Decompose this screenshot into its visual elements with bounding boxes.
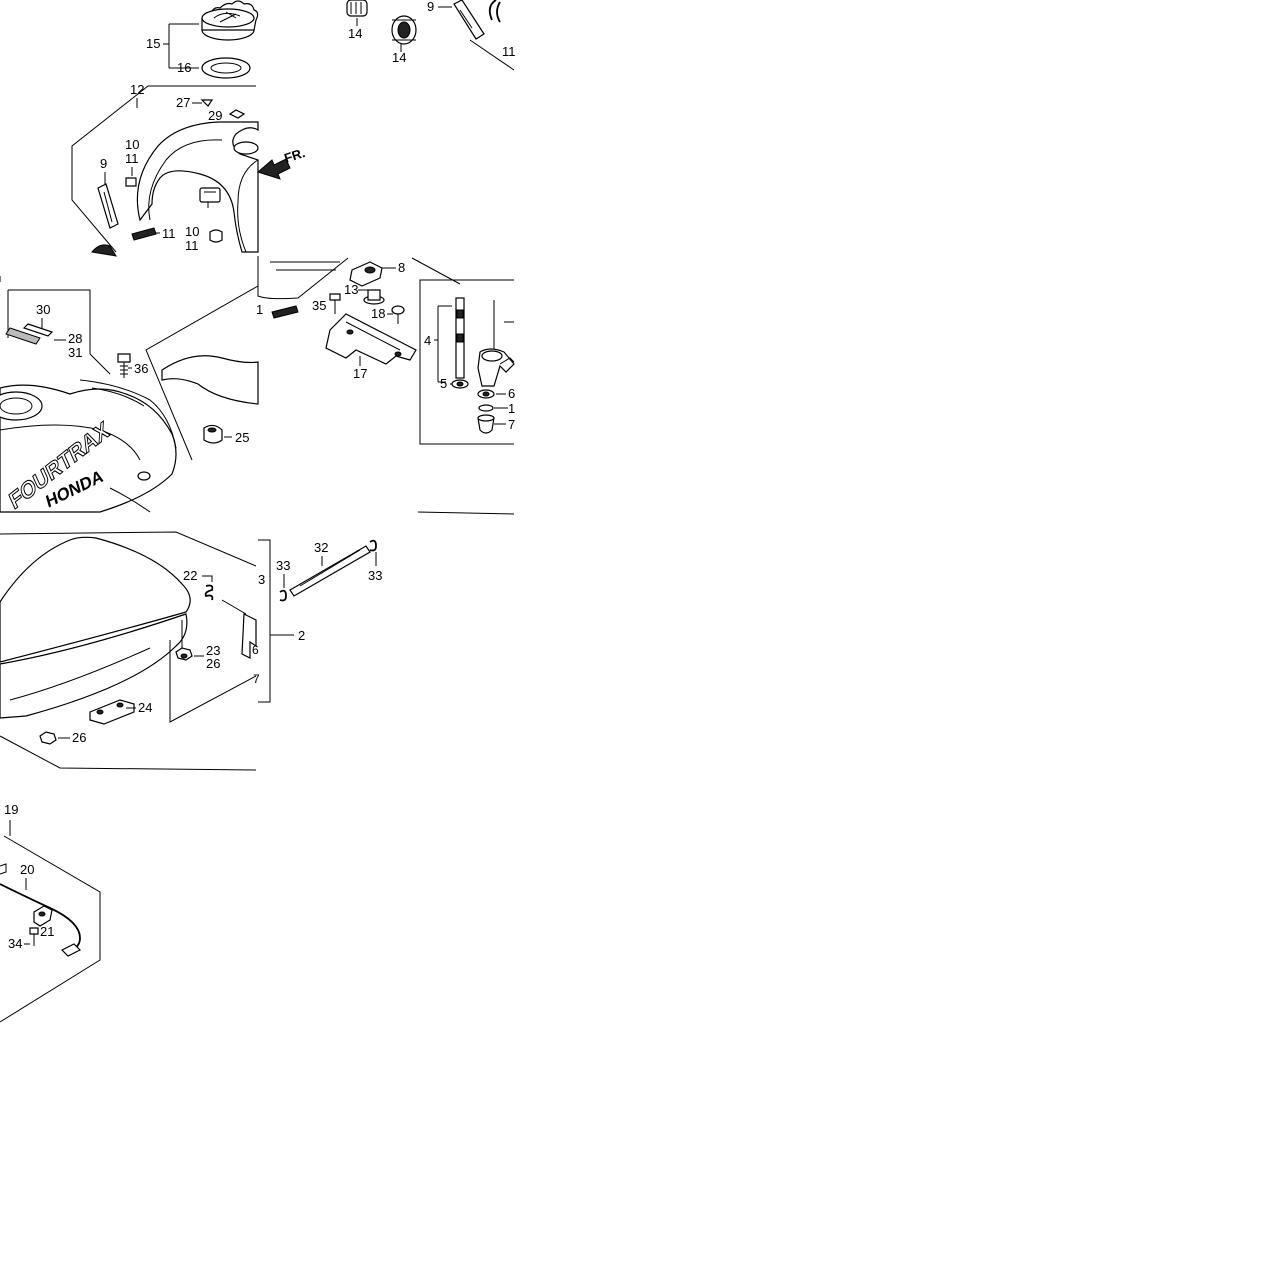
callout-3-a: 3 [258, 572, 265, 587]
callout-1-a: 1 [256, 302, 263, 317]
callout-2: 2 [298, 628, 305, 643]
callout-11-a: 11 [502, 44, 516, 59]
callout-19: 19 [4, 802, 18, 817]
callout-26-a: 26 [206, 656, 220, 671]
roller-part [346, 0, 368, 26]
grommet-part [203, 424, 223, 444]
callout-11-d: 11 [185, 238, 199, 253]
callout-33-a: 33 [276, 558, 290, 573]
callout-30: 30 [36, 302, 50, 317]
callout-32: 32 [314, 540, 328, 555]
callout-11-c: 11 [162, 226, 176, 241]
callout-12: 12 [130, 82, 144, 97]
nut-part [175, 647, 193, 661]
callout-17: 17 [353, 366, 367, 381]
callout-23: 23 [206, 643, 220, 658]
spring-part [204, 584, 214, 601]
callout-5: 5 [440, 376, 447, 391]
callout-15: 15 [146, 36, 160, 51]
callout-13: 13 [344, 282, 358, 297]
tile-fuel-tank: 30 28 31 36 FOURTRAX HONDA [0, 276, 259, 515]
callout-36: 36 [134, 361, 148, 376]
strainer-pipe-part [455, 297, 465, 379]
callout-22: 22 [183, 568, 197, 583]
callout-16: 16 [177, 60, 191, 75]
callout-21: 21 [40, 924, 54, 939]
callout-20: 20 [20, 862, 34, 877]
bolt-part [329, 293, 341, 314]
callout-33-b: 33 [368, 568, 382, 583]
callout-35: 35 [312, 298, 326, 313]
callout-14-a: 14 [348, 26, 362, 41]
callout-1-b: 1 [508, 401, 515, 416]
bolt-part [29, 927, 39, 946]
callout-29: 29 [208, 108, 222, 123]
callout-14-b: 14 [392, 50, 406, 65]
gasket-part [201, 57, 251, 79]
callout-6-seat: 6 [252, 643, 259, 657]
callout-34: 34 [8, 936, 22, 951]
callout-10-b: 10 [185, 224, 199, 239]
fuel-cap-part [201, 0, 259, 41]
callout-9-b: 9 [100, 156, 107, 171]
valve-gasket-part [477, 389, 495, 399]
fuel-tank-part [0, 379, 177, 513]
callout-18: 18 [371, 306, 385, 321]
callout-6: 6 [508, 386, 515, 401]
breather-tube-part [289, 545, 371, 597]
clip-part [369, 539, 377, 552]
seat-bracket-part [89, 699, 135, 725]
callout-9-a: 9 [427, 0, 434, 14]
callout-24: 24 [138, 700, 152, 715]
clamp-part [33, 905, 53, 927]
fastener-part [391, 305, 405, 324]
tile-fuel-cap: 15 16 14 14 9 11 1 [71, 0, 516, 257]
cushion-part [363, 289, 385, 305]
tank-front-part [136, 121, 259, 253]
tile-seat: 3 22 6 7 23 26 24 26 [0, 531, 382, 771]
callout-7-seat: 7 [253, 672, 260, 686]
bolt-part [117, 353, 131, 378]
tile-fender-bracket: 19 20 21 34 [0, 802, 101, 1023]
fuel-valve-part [477, 300, 515, 387]
callout-11-b: 11 [125, 151, 139, 166]
tile-fuel-valve: 1 8 13 35 18 [256, 256, 515, 515]
hose-part [453, 0, 485, 40]
callout-25: 25 [235, 430, 249, 445]
callout-4: 4 [424, 333, 431, 348]
callout-10-a: 10 [125, 137, 139, 152]
mounting-plate-part [325, 313, 417, 365]
side-cover-part [161, 355, 259, 405]
nut-part [39, 731, 57, 745]
roller-part [391, 15, 417, 45]
callout-26-b: 26 [72, 730, 86, 745]
seat-part [0, 536, 191, 719]
callout-7: 7 [508, 417, 515, 432]
bracket-part [349, 261, 383, 287]
callout-8: 8 [398, 260, 405, 275]
callout-28: 28 [68, 331, 82, 346]
seat-hook-part [221, 599, 257, 659]
stay-rod-part [0, 863, 82, 957]
sediment-cup-part [477, 414, 495, 434]
front-direction-arrow: FR. [256, 145, 307, 180]
fr-label: FR. [282, 145, 307, 166]
callout-31: 31 [68, 345, 82, 360]
clip-part [279, 589, 287, 602]
callout-27: 27 [176, 95, 190, 110]
